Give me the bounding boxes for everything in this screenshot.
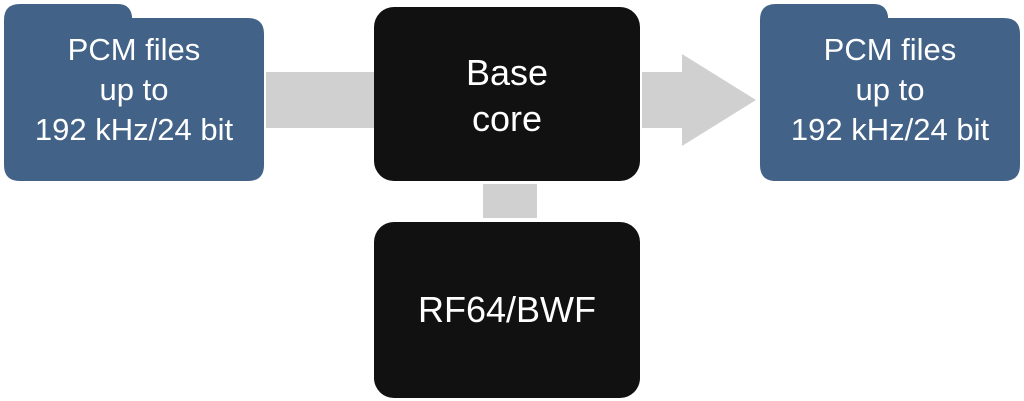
output-folder-icon [760, 4, 1020, 181]
output-folder-label: PCM files up to 192 kHz/24 bit [790, 32, 990, 147]
rf64-bwf-label: RF64/BWF [417, 289, 596, 330]
connector-core-to-rf64 [483, 184, 537, 218]
input-folder-label: PCM files up to 192 kHz/24 bit [34, 32, 234, 147]
input-folder-icon [4, 4, 264, 181]
base-core-box [374, 7, 640, 181]
connector-input-to-core [266, 72, 376, 128]
base-core-label: Base core [465, 52, 549, 139]
arrow-right-icon [642, 54, 756, 146]
rf64-bwf-box [374, 222, 640, 398]
